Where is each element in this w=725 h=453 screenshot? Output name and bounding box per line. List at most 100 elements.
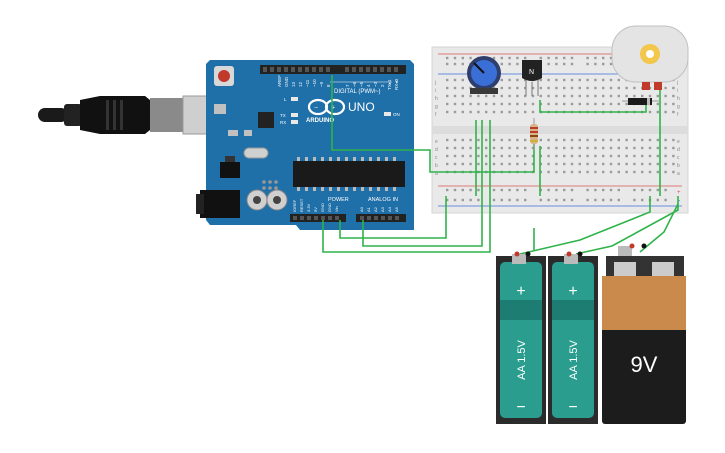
breadboard-hole — [469, 102, 472, 106]
breadboard-hole — [500, 154, 503, 158]
breadboard-hole — [508, 94, 511, 98]
breadboard-hole — [492, 94, 496, 98]
breadboard-hole — [672, 94, 675, 98]
usb-chip — [258, 112, 274, 128]
breadboard-hole — [477, 154, 480, 158]
breadboard-hole — [469, 138, 472, 142]
breadboard-hole — [609, 94, 613, 98]
breadboard-hole — [656, 94, 659, 98]
breadboard-hole — [469, 154, 472, 158]
component — [244, 130, 252, 136]
digital-label: DIGITAL (PWM~) — [334, 89, 381, 95]
led-tx — [291, 113, 298, 117]
breadboard-hole — [563, 198, 566, 202]
breadboard-hole — [508, 162, 511, 166]
breadboard-hole — [500, 78, 503, 82]
breadboard-hole — [586, 86, 589, 90]
breadboard-hole — [555, 154, 558, 158]
breadboard-hole — [641, 138, 644, 142]
breadboard-hole — [641, 94, 644, 98]
breadboard-hole — [524, 138, 527, 142]
breadboard-hole — [461, 110, 464, 114]
breadboard-hole — [524, 110, 527, 114]
breadboard-hole — [500, 62, 503, 66]
pin-label: A4 — [387, 206, 392, 212]
breadboard-hole — [555, 198, 558, 202]
breadboard-hole — [625, 138, 628, 142]
breadboard-hole — [672, 138, 675, 142]
breadboard-hole — [453, 188, 457, 192]
breadboard-hole — [664, 102, 667, 106]
battery-9v: 9V — [602, 243, 686, 424]
breadboard-hole — [531, 102, 535, 106]
breadboard-hole — [648, 188, 652, 192]
breadboard-hole — [492, 198, 496, 202]
component — [214, 104, 226, 114]
breadboard-hole — [446, 62, 449, 66]
breadboard-hole — [633, 188, 636, 192]
breadboard-hole — [648, 162, 652, 166]
breadboard-hole — [586, 154, 589, 158]
breadboard-hole — [602, 154, 605, 158]
breadboard-hole — [586, 62, 589, 66]
breadboard-hole — [602, 198, 605, 202]
dc-motor — [611, 25, 689, 90]
breadboard-hole — [547, 86, 550, 90]
row-letter: f — [435, 112, 437, 118]
aa-battery-2: + − AA 1.5V — [548, 251, 598, 424]
breadboard-hole — [664, 94, 667, 98]
breadboard-hole — [461, 94, 464, 98]
breadboard-hole — [555, 146, 558, 150]
breadboard-hole — [672, 162, 675, 166]
breadboard-hole — [609, 198, 613, 202]
breadboard-hole — [485, 102, 488, 106]
breadboard-hole — [500, 162, 503, 166]
breadboard-hole — [570, 154, 574, 158]
breadboard-hole — [625, 94, 628, 98]
breadboard-hole — [477, 110, 480, 114]
diode — [622, 98, 660, 105]
pin-label: IOREF — [292, 199, 297, 212]
pin-label: ~11 — [305, 79, 310, 87]
breadboard-hole — [617, 146, 620, 150]
breadboard-hole — [446, 162, 449, 166]
battery-plus: + — [568, 283, 577, 300]
breadboard-hole — [446, 188, 449, 192]
breadboard-hole — [563, 102, 566, 106]
breadboard-hole — [524, 56, 527, 60]
battery-label: AA 1.5V — [516, 339, 528, 379]
breadboard-hole — [648, 138, 652, 142]
breadboard-hole — [446, 154, 449, 158]
breadboard-hole — [461, 56, 464, 60]
reset-button[interactable] — [218, 70, 230, 82]
breadboard-hole — [586, 146, 589, 150]
breadboard-hole — [524, 78, 527, 82]
breadboard-hole — [492, 188, 496, 192]
breadboard-hole — [500, 56, 503, 60]
breadboard-hole — [656, 162, 659, 166]
pin-label: ~10 — [312, 79, 317, 87]
pin-label: ~3 — [373, 81, 378, 87]
breadboard-hole — [461, 146, 464, 150]
rail-plus-label: + — [677, 190, 681, 196]
breadboard-hole — [602, 94, 605, 98]
potentiometer[interactable] — [467, 56, 501, 94]
breadboard-hole — [508, 86, 511, 90]
breadboard-hole — [500, 198, 503, 202]
led-l-label: L — [284, 97, 287, 102]
breadboard-hole — [524, 188, 527, 192]
pin-label: 3.3V — [306, 203, 311, 212]
breadboard-hole — [586, 138, 589, 142]
arduino-uno-board: AREF GND 13 12 ~11 ~10 ~9 8 7 ~6 ~5 4 ~3… — [196, 60, 414, 230]
breadboard-hole — [625, 170, 628, 174]
breadboard-hole — [563, 188, 566, 192]
breadboard-hole — [539, 86, 542, 90]
breadboard-hole — [586, 102, 589, 106]
led-on-label: ON — [393, 112, 400, 117]
breadboard-hole — [492, 110, 496, 114]
row-letter: e — [677, 139, 680, 145]
breadboard-hole — [531, 146, 535, 150]
aa-battery-1: + − AA 1.5V — [496, 251, 546, 424]
breadboard-hole — [578, 162, 581, 166]
breadboard-hole — [477, 102, 480, 106]
